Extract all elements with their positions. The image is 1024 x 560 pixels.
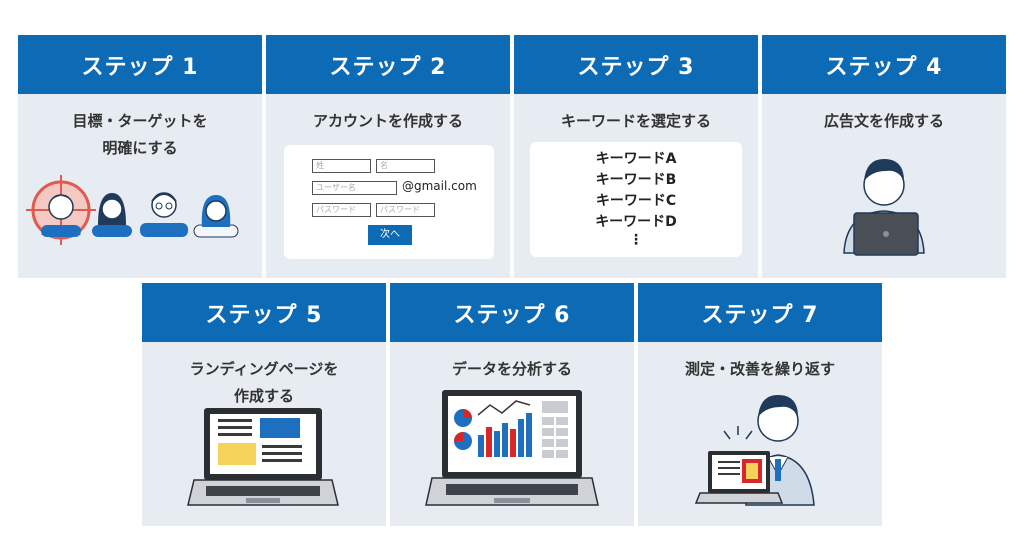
keyword-item: キーワードB bbox=[595, 172, 677, 188]
person-icon bbox=[140, 192, 188, 237]
next-button: 次へ bbox=[368, 225, 412, 245]
step-description: アカウントを作成する bbox=[266, 108, 510, 135]
person-icon bbox=[193, 195, 239, 238]
laptop-icon bbox=[694, 451, 784, 504]
keyword-item: キーワードC bbox=[595, 193, 677, 209]
alert-lines-icon bbox=[723, 426, 753, 440]
step-card-1: ステップ 1 目標・ターゲットを 明確にする bbox=[18, 35, 262, 278]
keyword-item: キーワードD bbox=[595, 214, 677, 230]
password-field: パスワード bbox=[312, 203, 371, 217]
laptop-icon bbox=[853, 212, 919, 256]
step-header: ステップ 4 bbox=[762, 35, 1006, 94]
landing-page-laptop-illustration bbox=[187, 408, 339, 506]
step-description-line: 測定・改善を繰り返す bbox=[684, 360, 835, 378]
password-confirm-field: パスワード bbox=[376, 203, 435, 217]
step-header: ステップ 7 bbox=[638, 283, 882, 342]
surname-field: 姓 bbox=[312, 159, 371, 173]
step-card-6: ステップ 6 データを分析する bbox=[390, 283, 634, 526]
keyword-list-box: キーワードA キーワードB キーワードC キーワードD ⋮ bbox=[530, 142, 742, 257]
step-header: ステップ 3 bbox=[514, 35, 758, 94]
person-icon bbox=[92, 193, 132, 237]
step-description-line: データを分析する bbox=[451, 360, 572, 378]
step-description-line: ランディングページを bbox=[189, 360, 339, 378]
step-header: ステップ 6 bbox=[390, 283, 634, 342]
step-card-7: ステップ 7 測定・改善を繰り返す bbox=[638, 283, 882, 526]
step-card-5: ステップ 5 ランディングページを 作成する bbox=[142, 283, 386, 526]
data-analysis-laptop-illustration bbox=[425, 390, 599, 506]
step-card-3: ステップ 3 キーワードを選定する キーワードA キーワードB キーワードC キ… bbox=[514, 35, 758, 278]
step-description: ランディングページを 作成する bbox=[142, 356, 386, 410]
step-description: 測定・改善を繰り返す bbox=[638, 356, 882, 383]
email-suffix: @gmail.com bbox=[402, 179, 477, 193]
keyword-ellipsis: ⋮ bbox=[629, 232, 643, 248]
step-card-4: ステップ 4 広告文を作成する bbox=[762, 35, 1006, 278]
person-icon bbox=[41, 194, 81, 237]
improvement-illustration bbox=[694, 395, 815, 506]
username-field: ユーザー名 bbox=[312, 181, 397, 195]
laptop-icon bbox=[187, 408, 339, 506]
laptop-icon bbox=[425, 390, 599, 506]
step-description-line: アカウントを作成する bbox=[312, 112, 463, 130]
keyword-item: キーワードA bbox=[595, 151, 677, 167]
step-description-line: 作成する bbox=[233, 387, 294, 405]
step-description-line: 明確にする bbox=[102, 139, 178, 157]
step-description: 広告文を作成する bbox=[762, 108, 1006, 135]
step-header: ステップ 2 bbox=[266, 35, 510, 94]
step-description: キーワードを選定する bbox=[514, 108, 758, 135]
target-audience-illustration bbox=[26, 175, 239, 245]
step-card-2: ステップ 2 アカウントを作成する 姓 名 ユーザー名 @gmail.com パ… bbox=[266, 35, 510, 278]
step-header: ステップ 1 bbox=[18, 35, 262, 94]
step-description-line: キーワードを選定する bbox=[560, 112, 711, 130]
name-field: 名 bbox=[376, 159, 435, 173]
signup-form-illustration: 姓 名 ユーザー名 @gmail.com パスワード パスワード 次へ bbox=[284, 145, 494, 259]
step-description: データを分析する bbox=[390, 356, 634, 383]
step-description-line: 広告文を作成する bbox=[823, 112, 944, 130]
step-description-line: 目標・ターゲットを bbox=[72, 112, 208, 130]
step-description: 目標・ターゲットを 明確にする bbox=[18, 108, 262, 162]
step-header: ステップ 5 bbox=[142, 283, 386, 342]
man-with-laptop-illustration bbox=[843, 159, 925, 256]
